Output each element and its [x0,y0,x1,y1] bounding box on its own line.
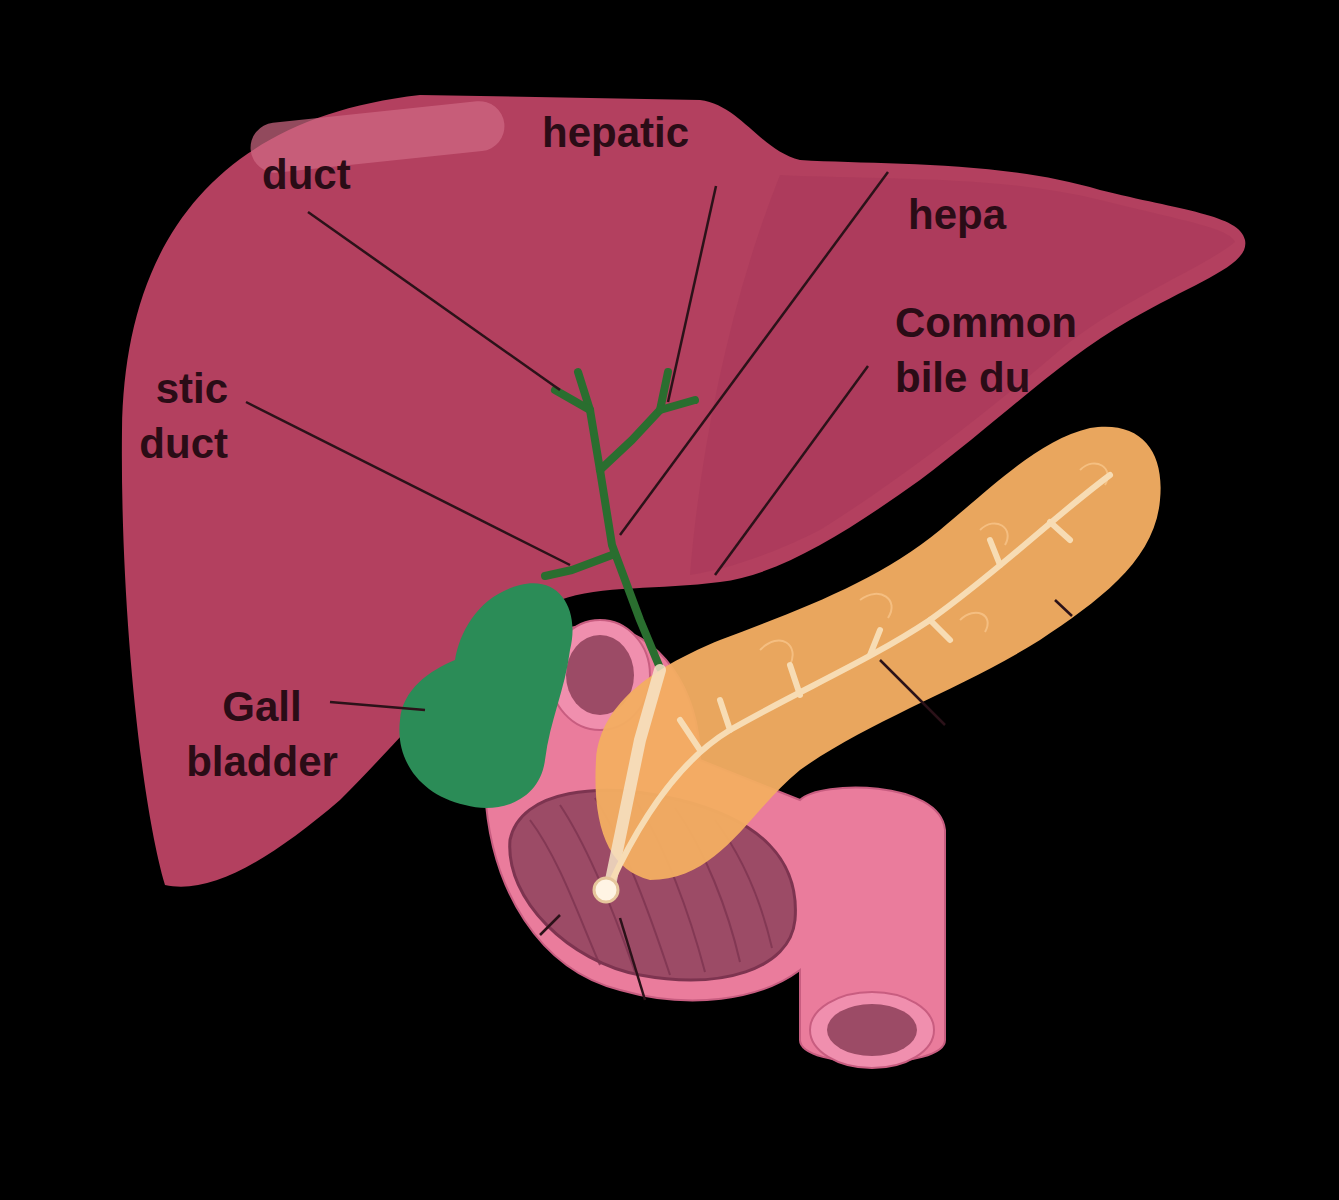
part-label: Common bile du [895,296,1135,405]
ampulla [594,878,618,902]
jejunum-opening-inner [827,1004,917,1056]
part-label: Gall bladder [186,680,338,789]
pancreatic-duct [610,475,1110,885]
liver [122,95,1245,887]
part-label: duct [262,148,351,203]
pancreas-texture [760,463,1108,665]
bile-ducts [545,372,695,668]
part-label: hepatic [542,106,689,161]
common-bile-duct-pancreatic [610,670,660,885]
jejunum-opening [810,992,934,1068]
gallbladder [399,583,572,808]
part-label: hepa [908,188,1006,243]
part-label: stic duct [139,362,228,471]
leader-lines [246,172,1072,1000]
